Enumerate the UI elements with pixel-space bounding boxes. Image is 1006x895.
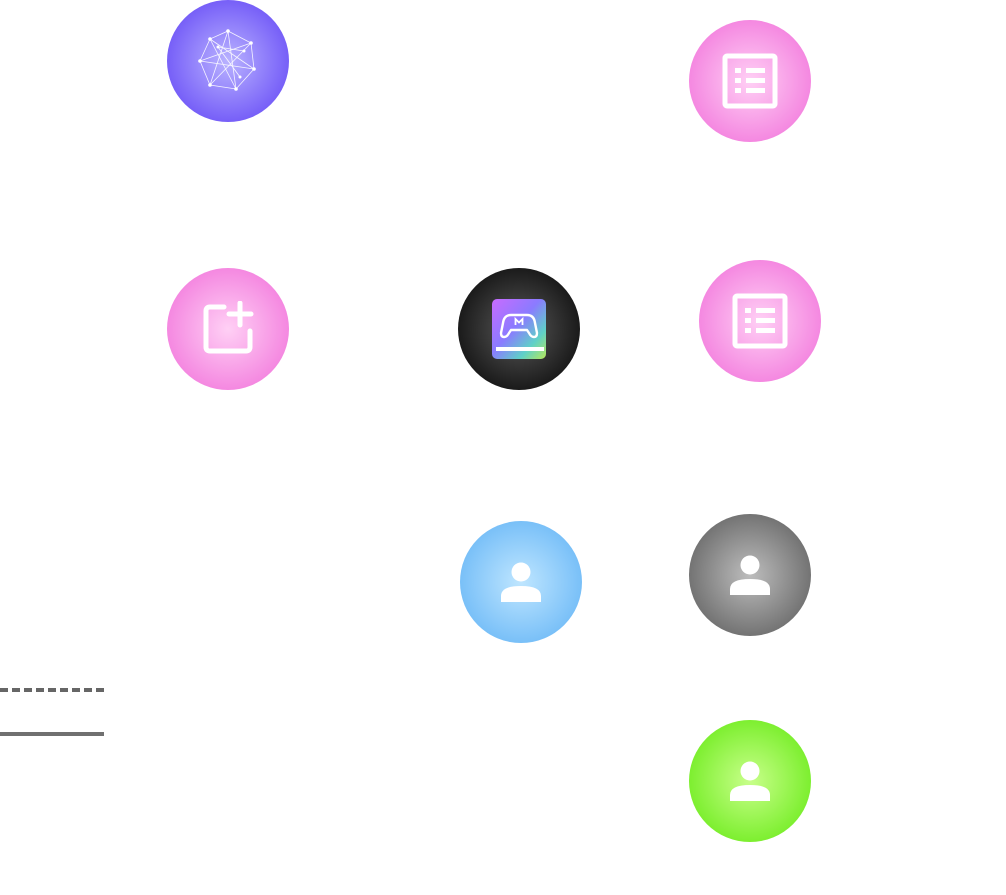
list-icon	[722, 53, 778, 109]
add-node[interactable]	[167, 268, 289, 390]
user-icon	[725, 756, 775, 806]
user-icon	[725, 550, 775, 600]
game-library-node[interactable]	[458, 268, 580, 390]
network-mesh-icon	[188, 21, 268, 101]
list-node-top[interactable]	[689, 20, 811, 142]
game-library-icon	[489, 297, 549, 361]
list-node-middle[interactable]	[699, 260, 821, 382]
add-square-icon	[200, 301, 256, 357]
legend-solid-line	[0, 732, 104, 736]
user-node-green[interactable]	[689, 720, 811, 842]
network-node[interactable]	[167, 0, 289, 122]
legend-dashed-line	[0, 688, 104, 692]
user-icon	[496, 557, 546, 607]
user-node-gray[interactable]	[689, 514, 811, 636]
user-node-blue[interactable]	[460, 521, 582, 643]
list-icon	[732, 293, 788, 349]
